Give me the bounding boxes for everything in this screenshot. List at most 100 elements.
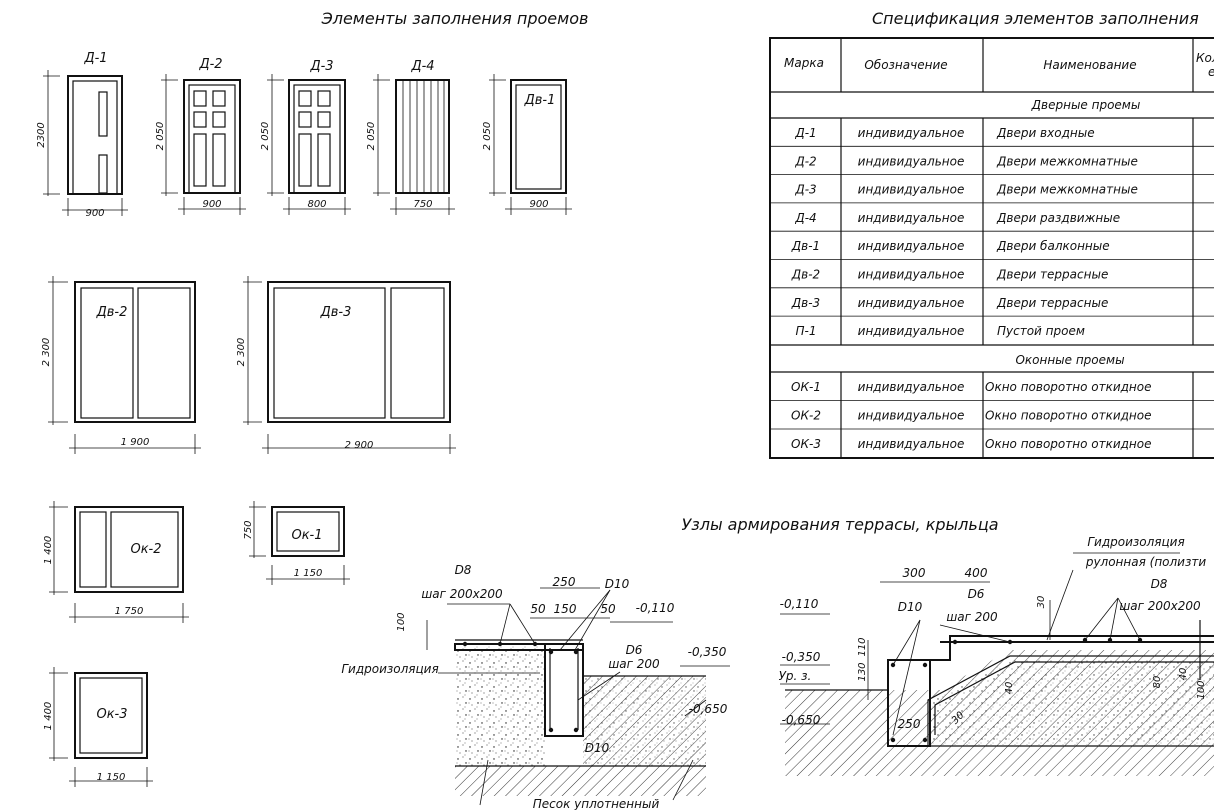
window-row-cell: индивидуальное (858, 437, 965, 451)
n1-d250: 250 (553, 575, 576, 589)
door-row-cell: индивидуальное (858, 239, 965, 253)
dv3-height: 2 300 (236, 338, 247, 367)
dv1-mark: Дв-1 (524, 93, 556, 108)
door-row-cell: индивидуальное (858, 154, 965, 168)
n1-waterproof: Гидроизоляция (341, 662, 438, 676)
window-ok1: Ок-1 750 1 150 (243, 501, 350, 585)
window-ok3: Ок-3 1 400 1 150 (43, 667, 153, 787)
spec-header-designation: Обозначение (864, 58, 947, 72)
door-row-cell: индивидуальное (858, 126, 965, 140)
n2-lvl0110: -0,110 (780, 597, 819, 611)
ok2-height: 1 400 (43, 536, 54, 565)
d2-mark: Д-2 (198, 57, 222, 72)
n2-step200: шаг 200 (946, 610, 998, 624)
door-row-cell: Дв-3 (791, 296, 820, 310)
n1-step1: шаг 200х200 (421, 587, 503, 601)
door-d3: Д-3 2 050 800 (260, 59, 351, 215)
d1-height: 2300 (36, 122, 47, 147)
window-row-cell: ОК-1 (791, 380, 821, 394)
d3-width: 800 (307, 199, 326, 210)
n2-d30: 30 (1036, 596, 1047, 609)
door-dv2: Дв-2 2 300 1 900 (41, 276, 201, 454)
n1-d10b: D10 (585, 741, 610, 755)
spec-title: Спецификация элементов заполнения (872, 9, 1199, 28)
spec-header-mark: Марка (784, 56, 824, 70)
n2-d100: 100 (1196, 680, 1207, 699)
node1-section: D8 шаг 200х200 250 D10 50 150 50 -0,110 … (341, 563, 730, 810)
n2-d130: 130 (857, 662, 868, 681)
d2-height: 2 050 (155, 122, 166, 151)
ok3-mark: Ок-3 (96, 707, 127, 722)
n1-lvl0650: -0,650 (689, 702, 728, 716)
door-row-cell: Двери террасные (996, 296, 1108, 310)
d1-mark: Д-1 (83, 51, 107, 66)
door-row-cell: Д-1 (794, 126, 816, 140)
d2-width: 900 (202, 199, 221, 210)
dv2-height: 2 300 (41, 338, 52, 367)
door-row-cell: Двери входные (996, 126, 1095, 140)
d3-height: 2 050 (260, 122, 271, 151)
n2-d6: D6 (968, 587, 985, 601)
door-row-cell: Двери террасные (996, 268, 1108, 282)
door-row-cell: Д-2 (794, 154, 816, 168)
n1-d100: 100 (396, 612, 407, 631)
spec-header-name: Наименование (1043, 58, 1136, 72)
window-row-cell: Окно поворотно откидное (985, 380, 1152, 394)
window-row-cell: индивидуальное (858, 380, 965, 394)
door-row-cell: Двери межкомнатные (996, 154, 1138, 168)
n2-lvl0650: -0,650 (782, 713, 821, 727)
ok3-height: 1 400 (43, 702, 54, 731)
dv2-mark: Дв-2 (96, 305, 128, 320)
openings-title: Элементы заполнения проемов (321, 9, 589, 28)
spec-section-doors: Дверные проемы (1031, 98, 1141, 112)
n2-d40b: 40 (1178, 668, 1189, 681)
n2-d250: 250 (898, 717, 921, 731)
n2-d110: 110 (857, 637, 868, 656)
n1-lvl0350: -0,350 (688, 645, 727, 659)
ok1-width: 1 150 (294, 568, 323, 579)
n2-ur: Ур. з. (779, 669, 812, 683)
n2-lvl0350: -0,350 (782, 650, 821, 664)
d4-mark: Д-4 (410, 59, 434, 74)
n1-d50a: 50 (530, 602, 546, 616)
window-ok2: Ок-2 1 400 1 750 (43, 501, 189, 623)
n1-lvl0110: -0,110 (636, 601, 675, 615)
n2-d80: 80 (1152, 676, 1163, 689)
d4-width: 750 (413, 199, 432, 210)
dv2-width: 1 900 (121, 437, 150, 448)
door-row-cell: индивидуальное (858, 211, 965, 225)
ok1-height: 750 (243, 520, 254, 539)
ok3-width: 1 150 (97, 772, 126, 783)
d4-height: 2 050 (366, 122, 377, 151)
window-row-cell: ОК-3 (791, 437, 821, 451)
door-row-cell: Д-3 (794, 183, 816, 197)
door-row-cell: П-1 (796, 324, 817, 338)
ok1-mark: Ок-1 (291, 528, 322, 543)
n2-d10: D10 (898, 600, 923, 614)
n2-d400: 400 (965, 566, 988, 580)
n1-sand: Песок уплотненный (533, 797, 660, 810)
door-row-cell: Двери межкомнатные (996, 183, 1138, 197)
d3-mark: Д-3 (309, 59, 333, 74)
door-row-cell: индивидуальное (858, 324, 965, 338)
dv3-width: 2 900 (345, 440, 374, 451)
n1-d150: 150 (554, 602, 577, 616)
door-d4: Д-4 2 050 750 (366, 59, 455, 215)
door-row-cell: Двери раздвижные (996, 211, 1120, 225)
spec-section-windows: Оконные проемы (1015, 353, 1124, 367)
door-d2: Д-2 2 050 900 (155, 57, 246, 215)
dv1-height: 2 050 (482, 122, 493, 151)
d1-width: 900 (85, 208, 104, 219)
nodes-title: Узлы армирования террасы, крыльца (681, 515, 998, 534)
window-row-cell: Окно поворотно откидное (985, 437, 1152, 451)
door-dv1: Дв-1 2 050 900 (482, 74, 572, 215)
door-d1: Д-1 2300 900 (36, 51, 128, 219)
n2-d40: 40 (1004, 682, 1015, 695)
door-row-cell: индивидуальное (858, 296, 965, 310)
door-row-cell: Пустой проем (997, 324, 1085, 338)
window-row-cell: ОК-2 (791, 409, 821, 423)
window-row-cell: Окно поворотно откидное (985, 409, 1152, 423)
